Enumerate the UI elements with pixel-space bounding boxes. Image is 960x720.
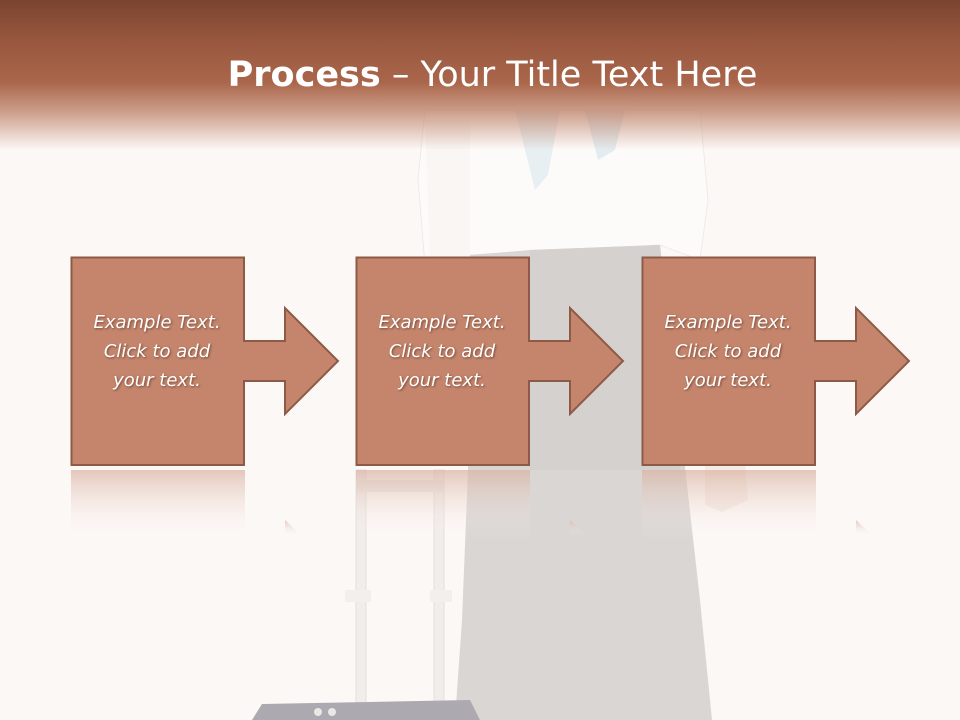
step-1-line-2: Click to add bbox=[103, 341, 211, 362]
step-2-line-3: your text. bbox=[398, 370, 486, 391]
step-3-text[interactable]: Example Text. Click to add your text. bbox=[645, 308, 811, 395]
step-2-line-1: Example Text. bbox=[378, 312, 506, 333]
step-2-box-arrow-shape bbox=[355, 256, 625, 466]
step-2-line-2: Click to add bbox=[388, 341, 496, 362]
step-2-text[interactable]: Example Text. Click to add your text. bbox=[359, 308, 525, 395]
step-3-line-3: your text. bbox=[684, 370, 772, 391]
title-rest: – Your Title Text Here bbox=[380, 55, 758, 95]
title-banner bbox=[0, 0, 960, 150]
step-3-box-arrow-shape bbox=[641, 256, 911, 466]
step-3-line-1: Example Text. bbox=[664, 312, 792, 333]
step-1-text[interactable]: Example Text. Click to add your text. bbox=[74, 308, 240, 395]
process-step-3[interactable]: Example Text. Click to add your text. bbox=[641, 256, 911, 468]
step-1-box-arrow-shape bbox=[70, 256, 340, 466]
process-step-2[interactable]: Example Text. Click to add your text. bbox=[355, 256, 625, 468]
process-step-1[interactable]: Example Text. Click to add your text. bbox=[70, 256, 340, 468]
step-1-line-1: Example Text. bbox=[93, 312, 221, 333]
slide-title[interactable]: Process – Your Title Text Here bbox=[0, 52, 960, 98]
step-1-line-3: your text. bbox=[113, 370, 201, 391]
step-3-line-2: Click to add bbox=[674, 341, 782, 362]
title-bold: Process bbox=[227, 55, 381, 95]
